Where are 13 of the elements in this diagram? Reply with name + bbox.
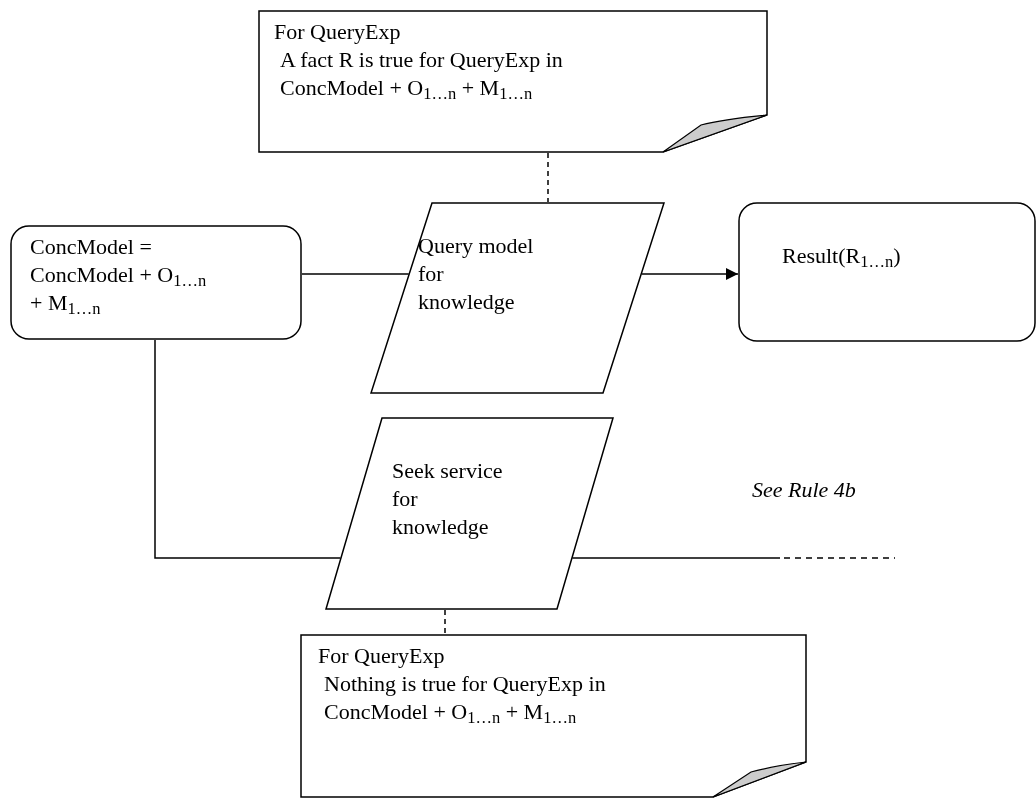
connector-line bbox=[547, 152, 549, 203]
node-label: Query model for knowledge bbox=[418, 232, 535, 316]
connector-line bbox=[444, 609, 446, 635]
node-label: Seek service for knowledge bbox=[392, 457, 504, 541]
connector-line bbox=[154, 339, 342, 559]
node-label: Result(R$_{1…n}$) bbox=[782, 242, 902, 270]
connector-line bbox=[301, 273, 410, 275]
note-heading: For QueryExp bbox=[318, 642, 446, 670]
node-label: ConcModel = ConcModel + O$_{1…n}$ + M$_{1…n}$ bbox=[30, 233, 208, 317]
note-text: A fact R is true for QueryExp in ConcModel + O$_{1…n}$ + M$_{1…n}$ bbox=[279, 46, 564, 102]
connector-line bbox=[641, 268, 739, 280]
note-heading: For QueryExp bbox=[274, 18, 402, 46]
note-text: Nothing is true for QueryExp in ConcModel + O$_{1…n}$ + M$_{1…n}$ bbox=[323, 670, 607, 726]
